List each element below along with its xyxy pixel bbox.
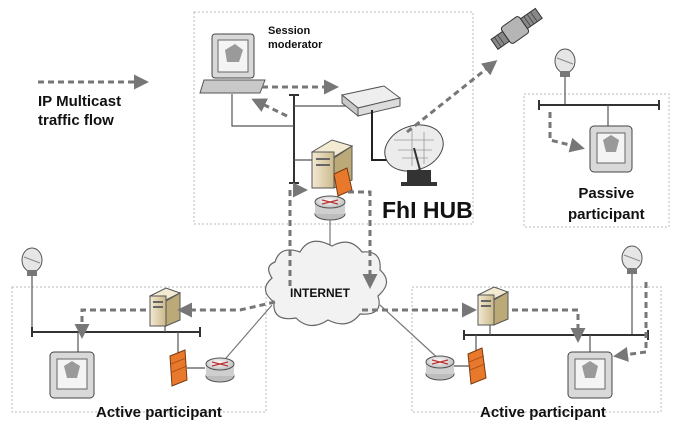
moderator-computer-icon (199, 33, 266, 94)
active-participant-left-label: Active participant (96, 404, 222, 421)
internet-uplink-flow (288, 182, 308, 286)
active-left-router-icon (205, 357, 235, 383)
active-right-firewall-icon (467, 347, 487, 385)
hub-return-flow (251, 98, 288, 118)
active-left-region-box (11, 286, 267, 413)
encoder-device-icon (340, 85, 402, 118)
session-moderator-label: Session moderator (268, 24, 322, 52)
legend-line-1: IP Multicast (38, 93, 122, 110)
hub-router-icon (314, 195, 346, 221)
internet-label: INTERNET (290, 286, 350, 300)
active-left-firewall-icon (169, 349, 188, 387)
active-left-flow (177, 300, 276, 318)
hub-label: FhI HUB (382, 197, 473, 223)
uplink-flow (406, 60, 498, 134)
passive-participant-label: Passive participant (568, 183, 645, 225)
active-right-computer-icon (567, 351, 613, 399)
satellite-icon (490, 7, 543, 50)
hub-firewall-icon (333, 167, 353, 197)
active-left-server-icon (148, 287, 182, 327)
active-right-dish-icon (621, 245, 643, 274)
active-left-dish-icon (21, 247, 43, 276)
satellite-dish-icon (384, 124, 444, 186)
active-participant-right-label: Active participant (480, 404, 606, 421)
active-left-computer-icon (49, 351, 95, 399)
passive-region-box (523, 93, 670, 228)
active-right-dish-flow (613, 282, 648, 362)
internet-cloud-icon (264, 240, 388, 327)
legend-line-2: traffic flow (38, 112, 114, 129)
active-left-return-flow (74, 308, 146, 339)
internet-downlink-flow (348, 190, 378, 289)
active-right-region-box (411, 286, 662, 413)
legend-label: IP Multicast traffic flow (38, 92, 121, 130)
passive-line-2: participant (568, 206, 645, 223)
passive-computer-icon (589, 125, 633, 173)
session-moderator-line-1: Session (268, 25, 311, 37)
active-right-return-flow (512, 308, 586, 343)
session-moderator-line-2: moderator (268, 39, 323, 51)
hub-region-box (193, 11, 474, 225)
passive-dish-icon (554, 48, 576, 77)
passive-line-1: Passive (578, 185, 635, 202)
active-right-server-icon (476, 286, 510, 326)
passive-flow (548, 112, 585, 153)
active-right-router-icon (425, 355, 455, 381)
